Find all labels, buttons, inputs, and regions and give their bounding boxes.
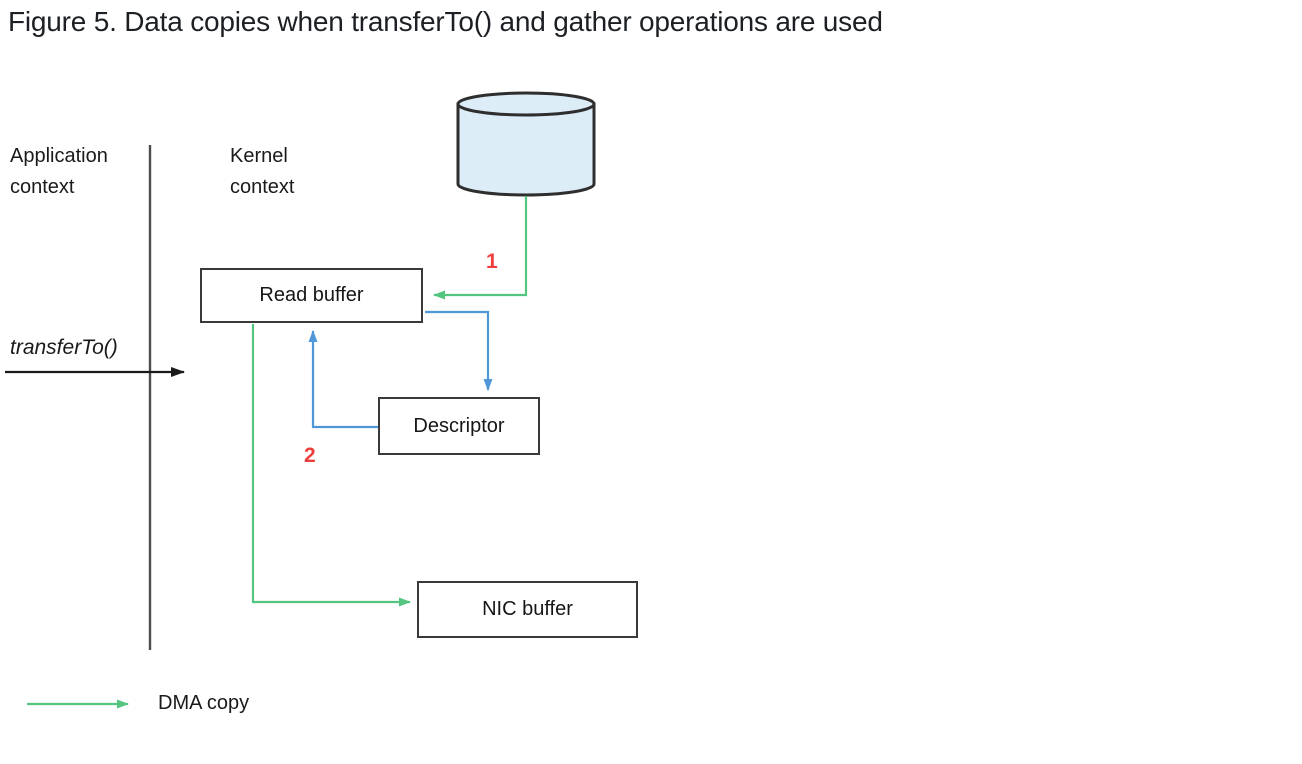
nic-buffer-label: NIC buffer xyxy=(482,598,573,620)
disk-cylinder xyxy=(456,91,596,197)
figure-title: Figure 5. Data copies when transferTo() … xyxy=(8,6,883,37)
descriptor-node: Descriptor xyxy=(378,397,540,455)
descriptor-label: Descriptor xyxy=(413,414,505,437)
dma-arrow-read-buffer-to-nic-buffer xyxy=(251,324,411,607)
transferto-call-label: transferTo() xyxy=(10,336,118,359)
disk-cylinder-body xyxy=(456,102,596,197)
step-2-label: 2 xyxy=(304,444,316,467)
copy-arrow-read-buffer-to-descriptor xyxy=(425,310,493,391)
read-buffer-label: Read buffer xyxy=(259,284,364,306)
copy-arrow-descriptor-to-read-buffer xyxy=(308,330,379,429)
read-buffer-node: Read buffer xyxy=(200,268,423,323)
application-context-label: Application context xyxy=(10,145,108,198)
step-1-label: 1 xyxy=(486,250,498,273)
kernel-context-label: Kernel context xyxy=(230,145,295,198)
legend-dma-copy-label: DMA copy xyxy=(158,692,250,714)
nic-buffer-node: NIC buffer xyxy=(417,581,638,638)
dma-arrow-disk-to-read-buffer xyxy=(433,196,528,300)
disk-cylinder-top xyxy=(456,91,596,117)
